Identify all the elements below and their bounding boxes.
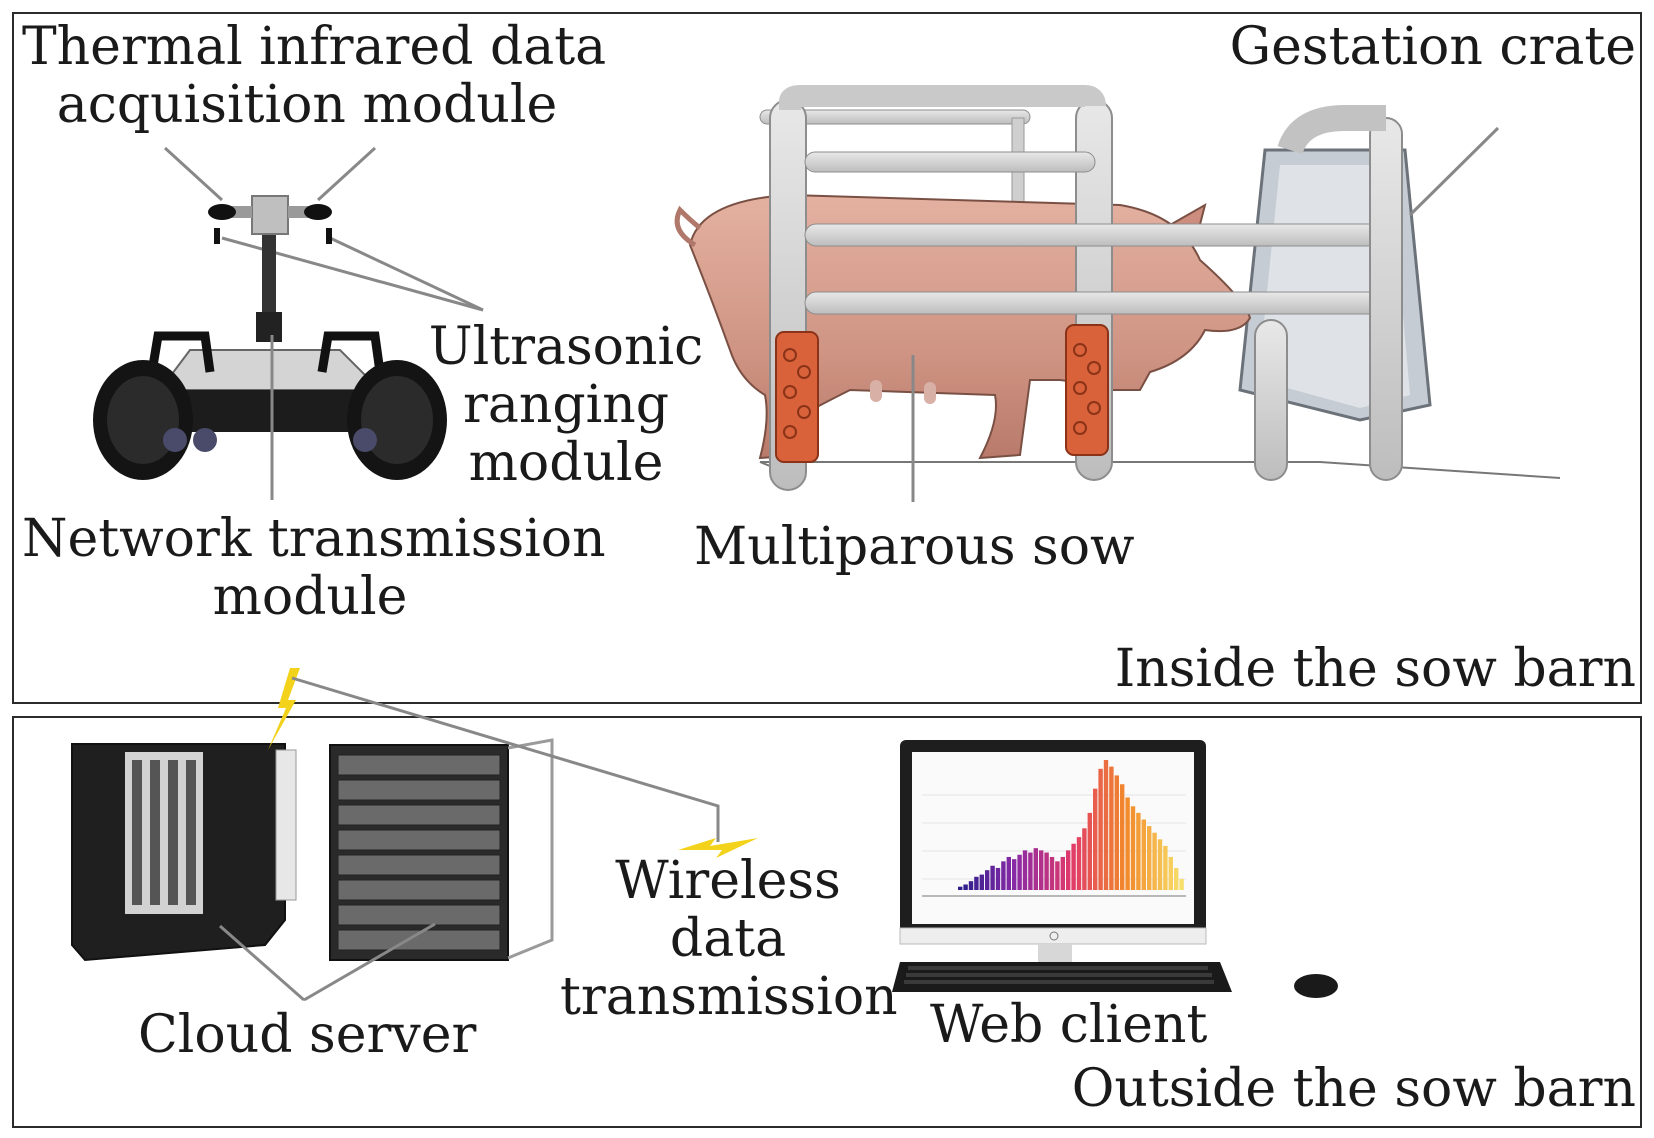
histogram-bar: [1060, 856, 1065, 890]
ultrasonic-module-label-line1: Ultrasonic: [428, 317, 704, 377]
histogram-bar: [990, 865, 995, 890]
histogram-bar: [985, 870, 990, 890]
wireless-label: Wireless data transmission: [560, 851, 898, 1028]
histogram-bar: [1136, 812, 1141, 890]
monitor-histogram: [958, 760, 1184, 890]
histogram-bar: [1152, 832, 1157, 890]
histogram-bar: [1082, 828, 1087, 890]
web-client-computer: [892, 740, 1338, 998]
histogram-bar: [995, 867, 1001, 890]
histogram-bar: [1157, 839, 1163, 890]
wireless-label-line1: Wireless: [615, 851, 841, 911]
histogram-bar: [1039, 850, 1044, 890]
histogram-bar: [1179, 878, 1184, 890]
histogram-bar: [968, 881, 974, 890]
cloud-server-label: Cloud server: [138, 1005, 477, 1065]
crate-label: Gestation crate: [1229, 17, 1636, 77]
histogram-bar: [1055, 861, 1060, 890]
histogram-bar: [1103, 760, 1109, 890]
network-module-label: Network transmission module: [22, 509, 606, 628]
histogram-bar: [1066, 850, 1071, 890]
histogram-bar: [1012, 859, 1017, 890]
ultrasonic-module-label: Ultrasonic ranging module: [428, 318, 704, 493]
sow-label: Multiparous sow: [694, 517, 1135, 577]
histogram-bar: [1125, 797, 1130, 890]
ultrasonic-module-label-line3: module: [468, 433, 664, 494]
histogram-bar: [1098, 768, 1103, 890]
histogram-bar: [1071, 843, 1076, 890]
ultrasonic-module-label-line2: ranging: [462, 375, 670, 436]
inspection-robot: [93, 146, 484, 500]
thermal-module-label-line2: acquisition module: [56, 75, 558, 136]
thermal-module-label-line1: Thermal infrared data: [22, 17, 607, 77]
histogram-bar: [1076, 837, 1082, 890]
histogram-bar: [1049, 856, 1055, 890]
histogram-bar: [1168, 856, 1173, 890]
wireless-link: [268, 668, 758, 858]
web-client-label: Web client: [930, 995, 1208, 1055]
cloud-server-racks: [71, 738, 554, 1002]
histogram-bar: [1022, 850, 1028, 890]
histogram-bar: [1017, 854, 1022, 890]
inside-barn-title: Inside the sow barn: [1114, 639, 1636, 699]
histogram-bar: [1006, 856, 1011, 890]
gestation-crate-scene: [674, 85, 1561, 502]
histogram-bar: [1141, 819, 1146, 890]
histogram-bar: [1174, 867, 1179, 890]
histogram-bar: [1001, 861, 1006, 890]
histogram-bar: [974, 876, 979, 890]
histogram-bar: [1033, 848, 1038, 890]
histogram-bar: [979, 874, 984, 890]
network-module-label-line1: Network transmission: [22, 509, 606, 569]
outside-barn-title: Outside the sow barn: [1071, 1059, 1636, 1119]
histogram-bar: [1044, 852, 1049, 890]
histogram-bar: [958, 886, 963, 890]
histogram-bar: [1163, 845, 1168, 890]
histogram-bar: [1147, 826, 1152, 890]
network-module-label-line2: module: [212, 567, 408, 628]
histogram-bar: [1093, 788, 1098, 890]
histogram-bar: [1130, 806, 1136, 890]
histogram-bar: [963, 884, 968, 890]
wireless-label-line3: transmission: [560, 967, 898, 1028]
thermal-module-label: Thermal infrared data acquisition module: [22, 17, 607, 136]
histogram-bar: [1087, 812, 1092, 890]
wireless-label-line2: data: [669, 909, 787, 970]
histogram-bar: [1114, 775, 1119, 890]
histogram-bar: [1028, 852, 1033, 890]
histogram-bar: [1120, 784, 1125, 890]
histogram-bar: [1109, 766, 1114, 890]
